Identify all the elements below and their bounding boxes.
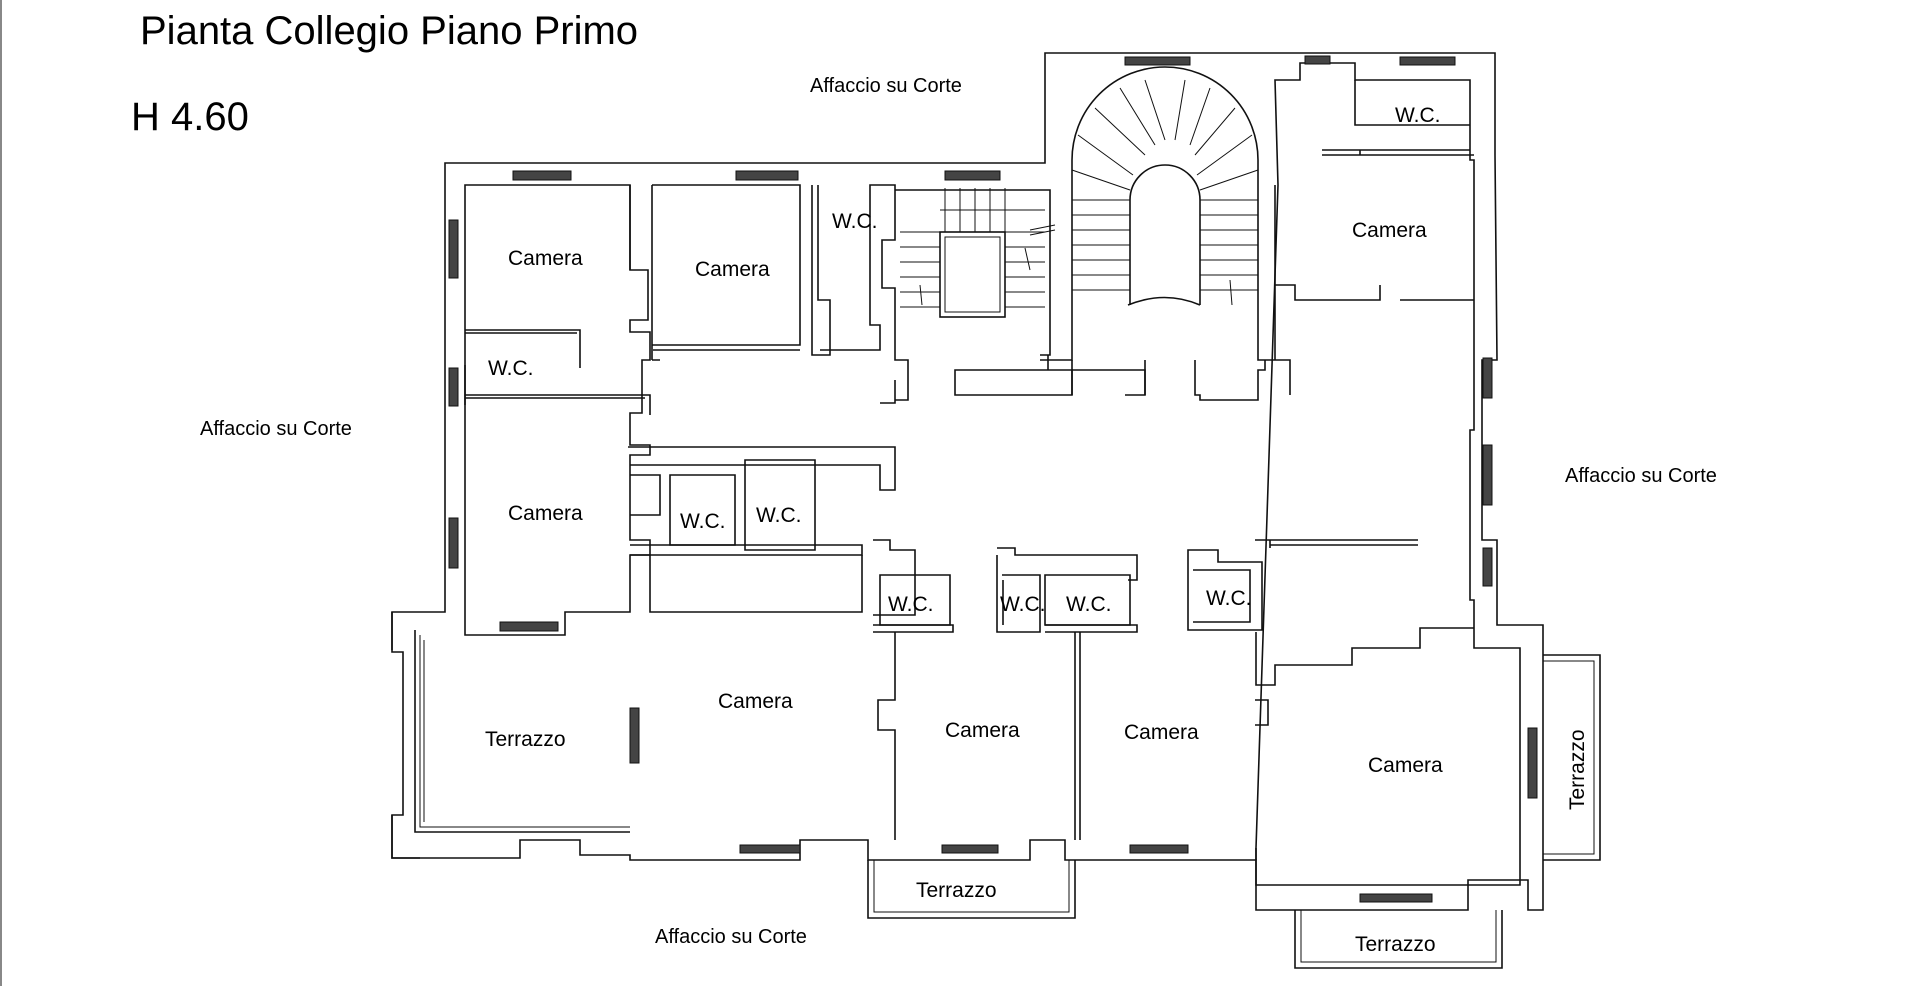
room-wc: W.C.: [1206, 587, 1252, 610]
terrace-east: Terrazzo: [1566, 729, 1589, 810]
courtyard-label-west: Affaccio su Corte: [200, 418, 352, 440]
grand-staircase: [1040, 66, 1291, 395]
room-camera: Camera: [1352, 219, 1427, 242]
height-label: H 4.60: [131, 95, 249, 139]
room-wc: W.C.: [888, 593, 934, 616]
room-wc: W.C.: [1395, 104, 1441, 127]
small-staircase: [900, 188, 1056, 318]
terrace-south-left: Terrazzo: [916, 879, 997, 902]
room-wc: W.C.: [832, 210, 878, 233]
interior-partitions: [391, 80, 1601, 969]
room-camera: Camera: [508, 247, 583, 270]
room-camera: Camera: [718, 690, 793, 713]
room-camera: Camera: [1368, 754, 1443, 777]
plan-title: Pianta Collegio Piano Primo: [140, 9, 638, 53]
room-wc: W.C.: [680, 510, 726, 533]
room-camera: Camera: [945, 719, 1020, 742]
room-wc: W.C.: [756, 504, 802, 527]
courtyard-label-north: Affaccio su Corte: [810, 75, 962, 97]
terrace-south-right: Terrazzo: [1355, 933, 1436, 956]
courtyard-label-south: Affaccio su Corte: [655, 926, 807, 948]
room-camera: Camera: [1124, 721, 1199, 744]
room-camera: Camera: [508, 502, 583, 525]
room-camera: Camera: [695, 258, 770, 281]
terrace-west: Terrazzo: [485, 728, 566, 751]
room-wc: W.C.: [488, 357, 534, 380]
room-wc: W.C.: [1000, 593, 1046, 616]
outer-walls: [391, 52, 1544, 911]
windows: [448, 55, 1538, 903]
courtyard-label-east: Affaccio su Corte: [1565, 465, 1717, 487]
room-wc: W.C.: [1066, 593, 1112, 616]
